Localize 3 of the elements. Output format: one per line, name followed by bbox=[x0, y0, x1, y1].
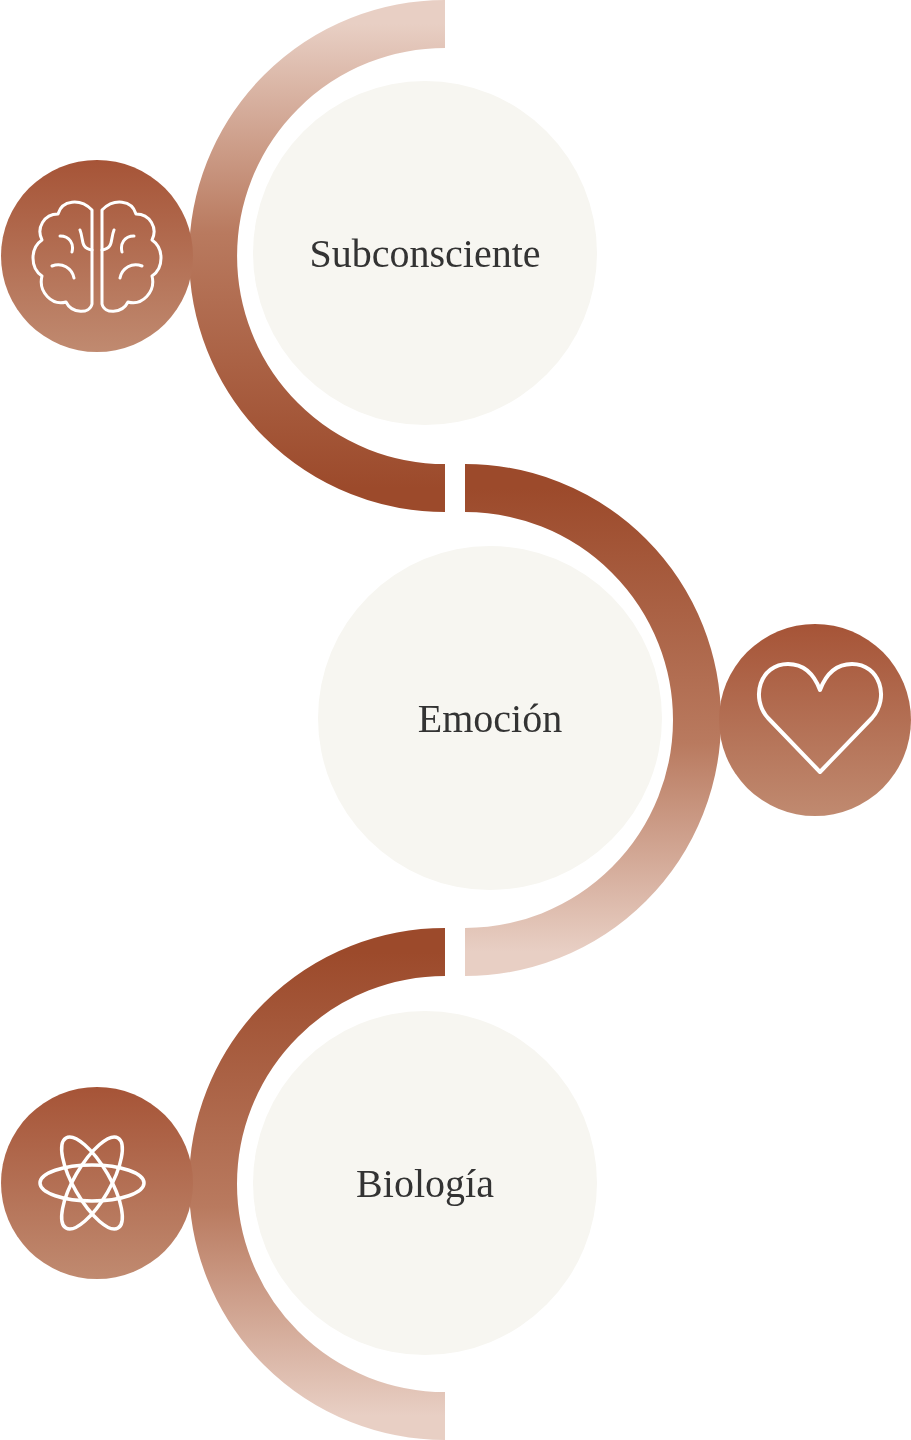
topic-label: Biología bbox=[356, 1159, 494, 1207]
topic-label: Subconsciente bbox=[309, 229, 541, 277]
topic-label: Emoción bbox=[417, 694, 563, 742]
